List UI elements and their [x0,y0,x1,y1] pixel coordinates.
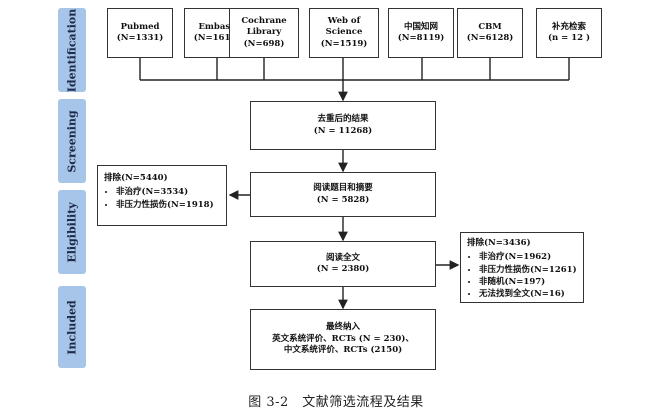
source-count: (N=8119) [397,33,445,43]
source-count: (N=1519) [320,38,368,49]
source-name: Web of Science [325,15,363,38]
phase-eligibility-label: Eligibility [65,201,79,263]
phase-included-label: Included [65,299,79,355]
source-box-supplementary: 补充检索 (n = 12 ) [536,8,602,58]
step-label: 去重后的结果 [317,114,369,125]
list-item: 非随机(N=197) [479,276,577,288]
source-count: (N=6128) [466,33,514,43]
step-label: 阅读全文 [325,252,360,263]
step-count: (N = 5828) [316,194,370,205]
source-box-cochrane: Cochrane Library (N=698) [229,8,299,58]
fulltext-box: 阅读全文 (N = 2380) [250,241,436,287]
final-box: 最终纳入 英文系统评价、RCTs (N = 230)、 中文系统评价、RCTs … [250,309,436,370]
step-count: (N = 11268) [313,125,373,136]
source-box-cbm: CBM (N=6128) [457,8,523,58]
source-name: CBM [478,21,502,32]
phase-identification-label: Identification [65,8,79,92]
source-name: 中国知网 [403,21,438,32]
source-count: (N=1610) [193,33,241,43]
list-item: 非压力性损伤(N=1918) [116,199,220,211]
source-box-web-of-science: Web of Science (N=1519) [309,8,379,58]
source-name: Cochrane [241,15,287,26]
list-item: 非治疗(N=3534) [116,186,220,198]
step-label: 最终纳入 [325,322,360,333]
source-name: Pubmed [120,21,160,32]
phase-eligibility: Eligibility [58,190,86,274]
phase-screening: Screening [58,99,86,183]
exclusion-title: 排除(N=3436) [467,238,531,248]
list-item: 非治疗(N=1962) [479,251,577,263]
source-name: Embase [198,21,236,32]
phase-included: Included [58,286,86,368]
source-name: 补充检索 [551,21,586,32]
title-abstract-box: 阅读题目和摘要 (N = 5828) [250,172,436,217]
source-count: (n = 12 ) [547,33,591,43]
exclusion-box-2: 排除(N=3436) 非治疗(N=1962) 非压力性损伤(N=1261) 非随… [460,232,584,303]
list-item: 无法找到全文(N=16) [479,288,577,300]
source-count: Library (N=698) [243,27,285,49]
figure-caption: 图 3-2 文献筛选流程及结果 [248,395,424,410]
source-count: (N=1331) [116,33,164,43]
exclusion-list: 非治疗(N=3534) 非压力性损伤(N=1918) [104,186,220,211]
list-item: 非压力性损伤(N=1261) [479,264,577,276]
step-label: 阅读题目和摘要 [313,183,373,194]
source-box-pubmed: Pubmed (N=1331) [107,8,173,58]
exclusion-box-1: 排除(N=5440) 非治疗(N=3534) 非压力性损伤(N=1918) [97,165,227,226]
step-detail: 中文系统评价、RCTs (2150) [283,345,403,356]
phase-identification: Identification [58,8,86,92]
step-count: (N = 2380) [316,264,370,274]
phase-screening-label: Screening [65,109,79,173]
source-box-cnki: 中国知网 (N=8119) [388,8,454,58]
step-detail: 英文系统评价、RCTs (N = 230)、 [272,333,414,344]
dedup-box: 去重后的结果 (N = 11268) [250,101,436,150]
exclusion-title: 排除(N=5440) [104,173,168,183]
exclusion-list: 非治疗(N=1962) 非压力性损伤(N=1261) 非随机(N=197) 无法… [467,251,577,300]
